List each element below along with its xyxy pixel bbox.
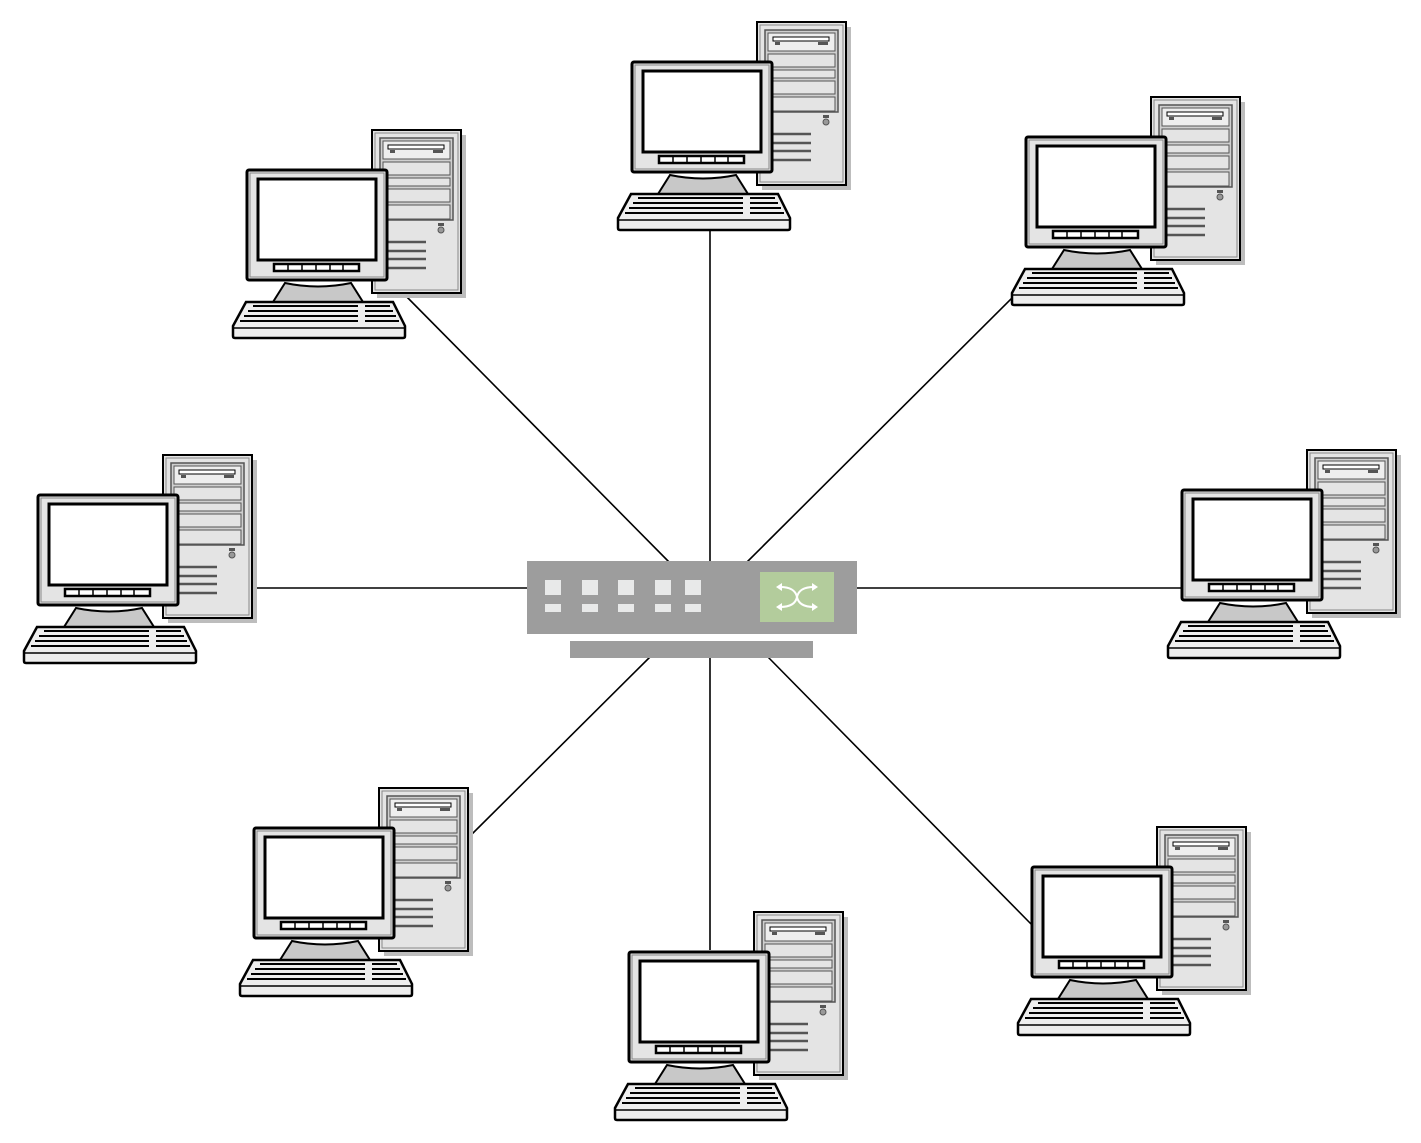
computer-bottom-right	[1016, 825, 1253, 1037]
computer-bottom-left	[238, 786, 475, 998]
link-top-left	[399, 289, 673, 566]
computer-left	[22, 453, 259, 665]
link-bottom-left	[467, 654, 653, 839]
switch-ports	[545, 580, 701, 612]
computer-top-left	[231, 128, 468, 340]
computer-top	[616, 20, 853, 232]
computer-bottom	[613, 910, 850, 1122]
link-bottom-right	[765, 654, 1033, 926]
crossed-arrows-icon	[776, 583, 818, 611]
network-links	[255, 230, 1182, 950]
computer-right	[1166, 448, 1403, 660]
computer-top-right	[1010, 95, 1247, 307]
network-switch	[527, 561, 857, 658]
link-top-right	[743, 291, 1019, 566]
